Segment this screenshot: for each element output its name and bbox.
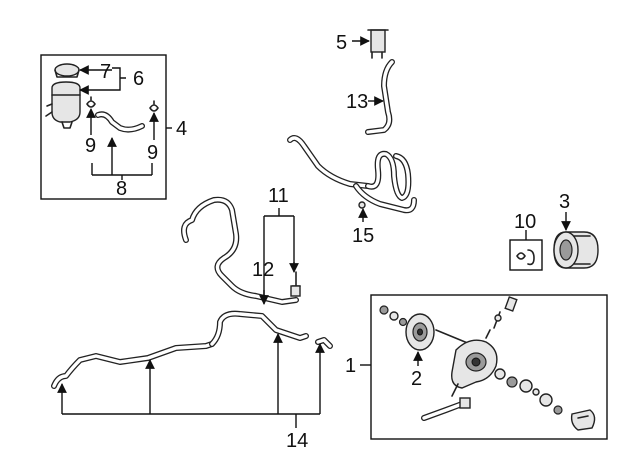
leader-11 bbox=[263, 208, 295, 300]
seal-kit-10 bbox=[509, 239, 543, 271]
pump-inlet-tube bbox=[421, 397, 471, 421]
callout-1: 1 bbox=[345, 355, 356, 377]
callout-11: 11 bbox=[268, 185, 289, 207]
reservoir-tank bbox=[45, 81, 81, 129]
return-line-13 bbox=[365, 59, 395, 135]
reservoir-group-frame bbox=[40, 54, 167, 200]
pressure-hose-11-12 bbox=[181, 196, 301, 305]
pump-rear-cover bbox=[570, 409, 596, 431]
callout-14: 14 bbox=[286, 430, 308, 452]
callout-9-right: 9 bbox=[147, 142, 158, 164]
callout-13: 13 bbox=[346, 91, 368, 113]
pump-body bbox=[451, 339, 498, 397]
pressure-line-15 bbox=[287, 135, 417, 214]
callout-9-left: 9 bbox=[85, 135, 96, 157]
callout-12: 12 bbox=[252, 259, 274, 281]
bracket-5 bbox=[367, 29, 389, 59]
hose-clamp-right bbox=[149, 100, 159, 112]
leader-8 bbox=[91, 140, 153, 180]
callout-8: 8 bbox=[116, 178, 127, 200]
leader-6 bbox=[112, 67, 126, 91]
callout-10: 10 bbox=[514, 211, 536, 233]
pump-pulley-2 bbox=[405, 313, 435, 351]
return-line-14 bbox=[51, 310, 333, 389]
callout-6: 6 bbox=[133, 68, 144, 90]
pulley-3 bbox=[553, 231, 599, 269]
callout-3: 3 bbox=[559, 191, 570, 213]
pump-fittings bbox=[485, 296, 518, 339]
reservoir-group: 7 6 9 9 8 bbox=[40, 54, 167, 200]
callout-15: 15 bbox=[352, 225, 374, 247]
reservoir-cap bbox=[54, 63, 80, 78]
callout-7: 7 bbox=[100, 61, 111, 83]
pump-assembly-frame bbox=[370, 294, 608, 440]
pump-assembly-group bbox=[370, 294, 608, 440]
hose-clamp-left bbox=[86, 96, 96, 108]
callout-5: 5 bbox=[336, 32, 347, 54]
leader-14 bbox=[62, 413, 320, 428]
callout-4: 4 bbox=[176, 118, 187, 140]
callout-2: 2 bbox=[411, 368, 422, 390]
